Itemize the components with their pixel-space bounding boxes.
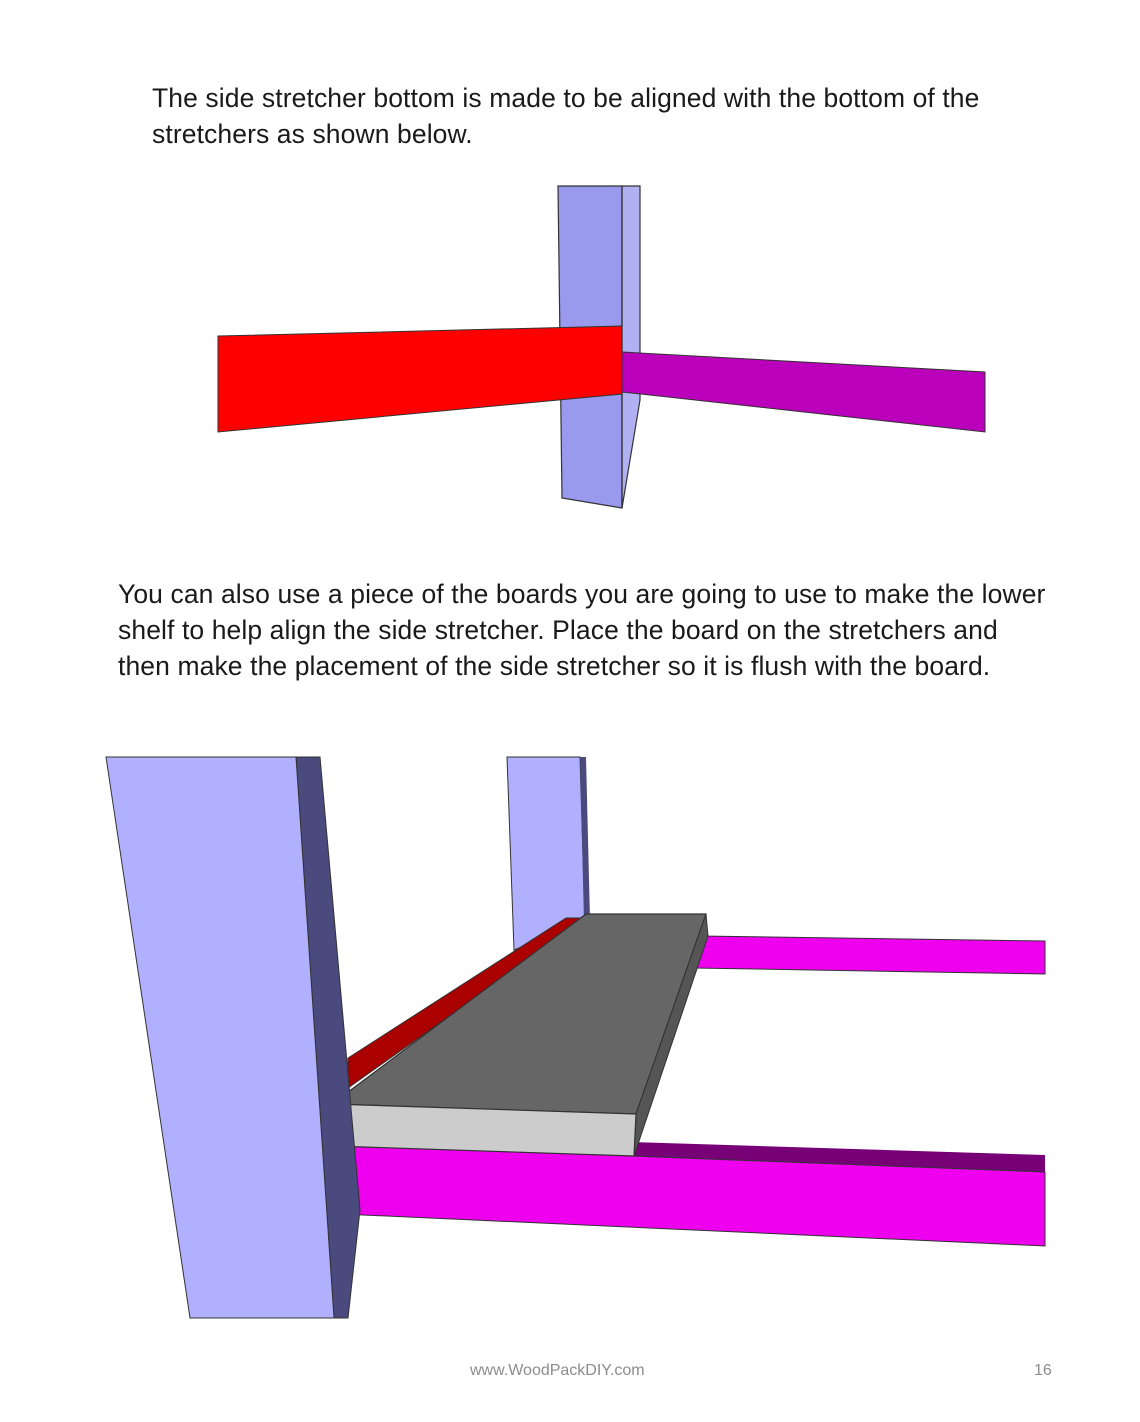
text-line: shelf to help align the side stretcher. … xyxy=(118,615,998,645)
page-number: 16 xyxy=(1034,1362,1052,1379)
stretcher xyxy=(621,351,986,433)
text-line: then make the placement of the side stre… xyxy=(118,651,991,681)
instruction-paragraph: You can also use a piece of the boards y… xyxy=(118,576,1045,684)
text-line: stretchers as shown below. xyxy=(152,119,473,149)
board-alignment-diagram xyxy=(105,756,1046,1319)
leg-side-face xyxy=(621,185,641,509)
intro-paragraph: The side stretcher bottom is made to be … xyxy=(152,80,979,152)
front-leg-front-face xyxy=(105,756,335,1319)
text-line: The side stretcher bottom is made to be … xyxy=(152,83,980,113)
lower-stretcher-top-face xyxy=(628,1142,1045,1172)
text-line: You can also use a piece of the boards y… xyxy=(118,579,1046,609)
side-stretcher xyxy=(217,325,623,433)
footer-url: www.WoodPackDIY.com xyxy=(470,1362,645,1379)
back-leg-side-face xyxy=(580,757,590,922)
upper-stretcher xyxy=(693,935,1046,975)
stretcher-alignment-diagram xyxy=(217,185,986,509)
